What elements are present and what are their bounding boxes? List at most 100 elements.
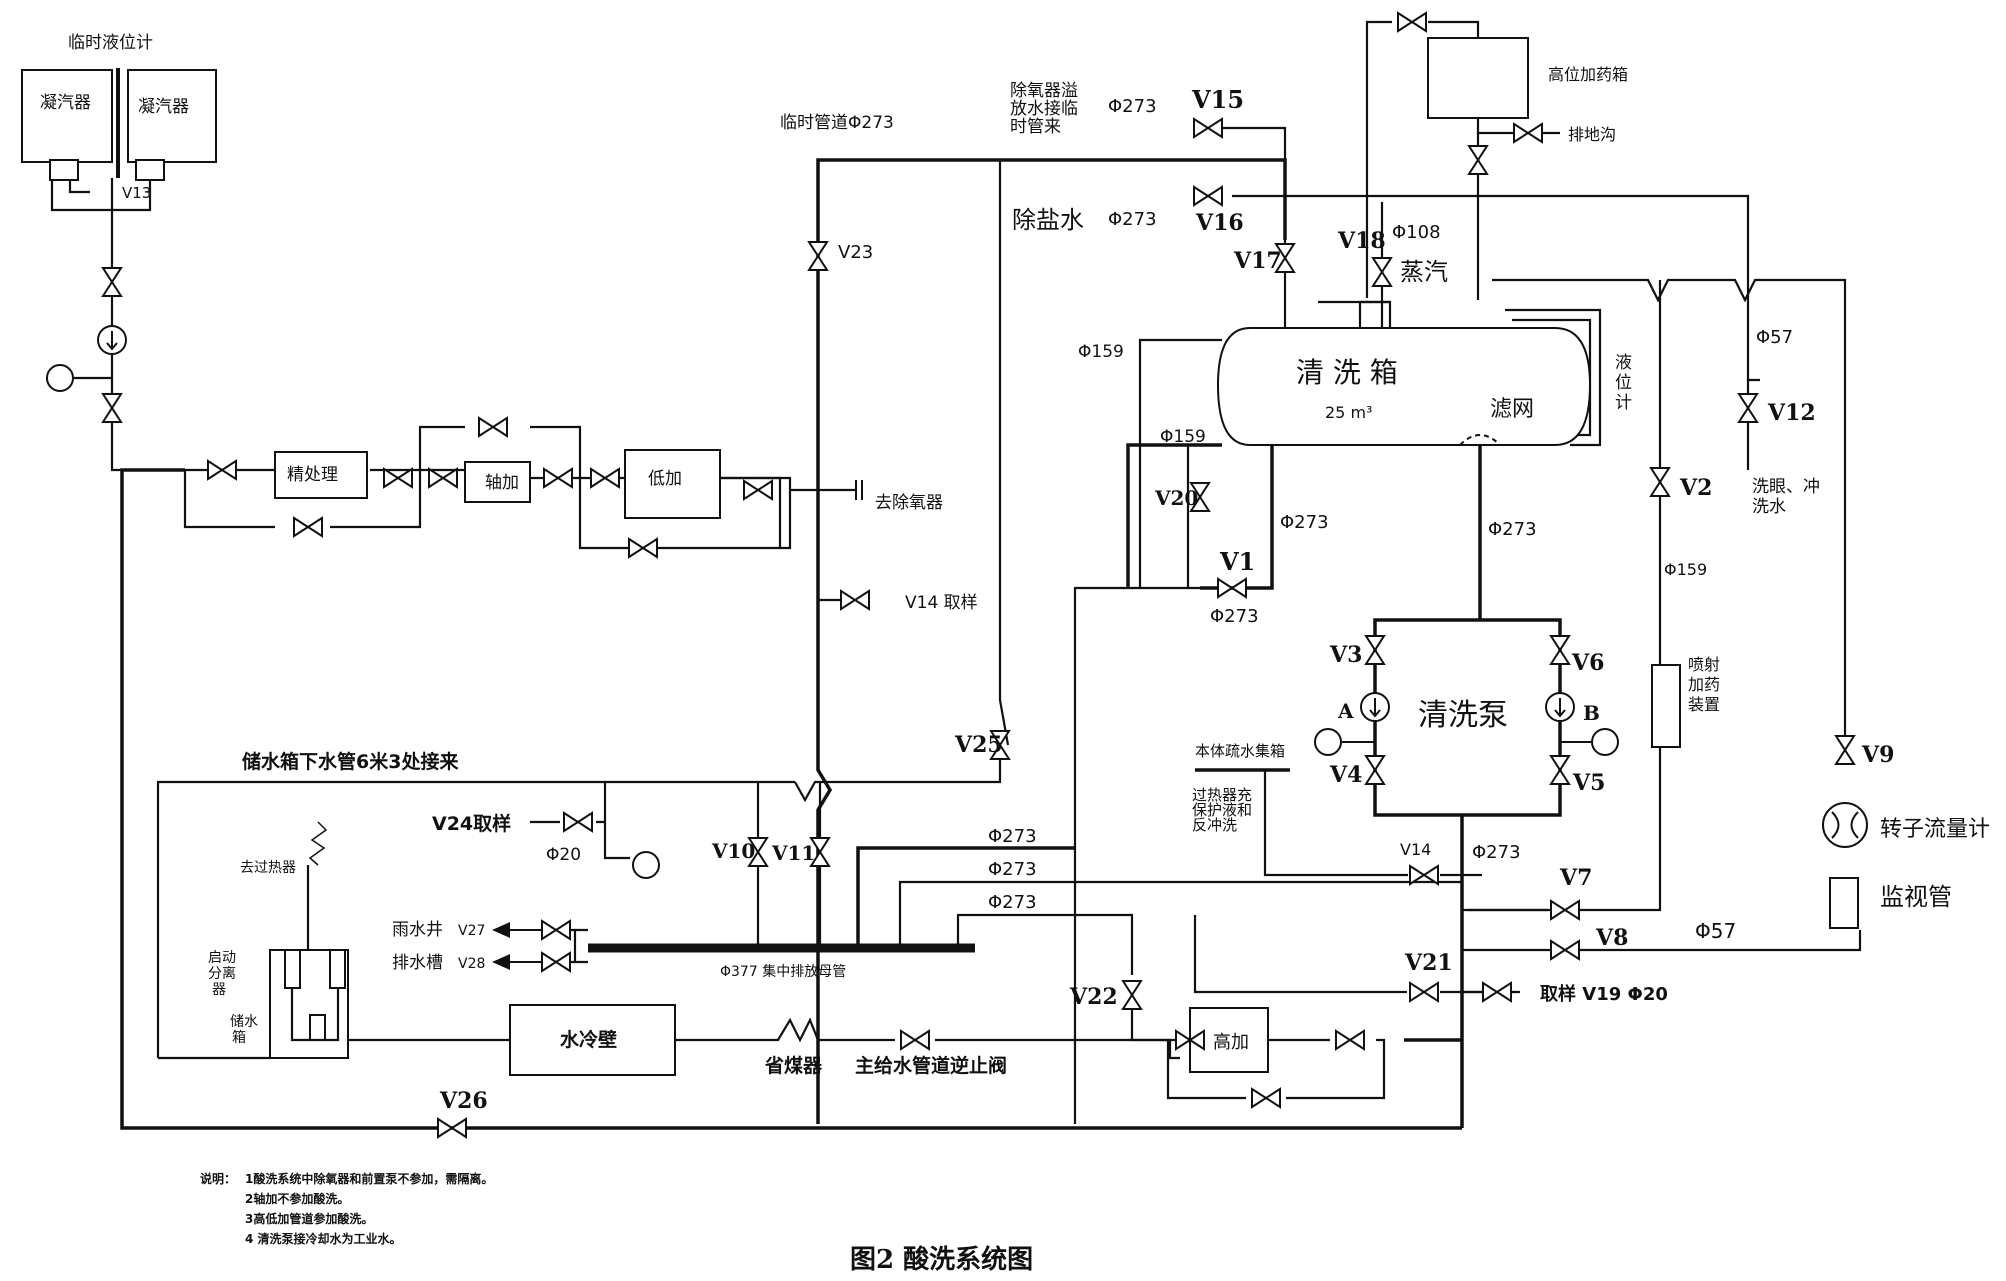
- label-deaerator-overflow-3: 时管来: [1010, 117, 1061, 137]
- high-dosing-tank-box: [1427, 37, 1529, 119]
- label-storage-1: 储水: [230, 1014, 258, 1030]
- label-steam: 蒸汽: [1400, 258, 1448, 286]
- label-v5: V5: [1572, 770, 1605, 796]
- figure-caption: 图2 酸洗系统图: [850, 1244, 1033, 1275]
- label-v26: V26: [439, 1088, 488, 1114]
- label-v22: V22: [1069, 984, 1118, 1010]
- label-phi273-r3: Φ273: [988, 892, 1037, 913]
- label-condenser-left: 凝汽器: [40, 93, 91, 113]
- label-v25: V25: [954, 732, 1003, 758]
- label-phi273-v1: Φ273: [1210, 606, 1259, 627]
- pipe-network: [50, 20, 1862, 1130]
- label-phi57-bottom: Φ57: [1695, 919, 1736, 943]
- label-startup-2: 分离: [208, 965, 236, 982]
- label-pump-b: B: [1583, 701, 1600, 725]
- label-superheater-2: 保护液和: [1192, 801, 1252, 819]
- label-phi273-demin: Φ273: [1108, 209, 1157, 230]
- label-strainer: 滤网: [1490, 397, 1534, 422]
- label-deaerator-overflow: 除氧器溢: [1010, 81, 1078, 101]
- label-phi20-v24: Φ20: [546, 845, 581, 865]
- valves: [102, 12, 1855, 1138]
- label-v8: V8: [1595, 925, 1628, 951]
- label-phi159-a: Φ159: [1078, 342, 1124, 362]
- label-storage-2: 箱: [232, 1030, 246, 1046]
- label-eye-wash-1: 洗眼、冲: [1752, 477, 1820, 497]
- spray-device-box: [1651, 664, 1681, 748]
- condenser-left-box: [21, 69, 113, 163]
- label-phi159-b: Φ159: [1160, 427, 1206, 447]
- label-tank-volume: 25 m³: [1325, 403, 1372, 422]
- note-2: 2轴加不参加酸洗。: [245, 1191, 349, 1206]
- condenser-right-box: [127, 69, 217, 163]
- label-v18: V18: [1337, 228, 1386, 254]
- rotor-flowmeter-symbol: [1822, 802, 1868, 848]
- note-title: 说明：: [200, 1171, 236, 1186]
- label-spray-1: 喷射: [1688, 655, 1720, 674]
- label-rotor-flowmeter: 转子流量计: [1880, 817, 1990, 842]
- label-v13: V13: [122, 184, 151, 202]
- monitor-pipe-box: [1829, 877, 1859, 929]
- label-header: Φ377 集中排放母管: [720, 963, 846, 980]
- label-v17: V17: [1233, 248, 1282, 274]
- label-phi273-r4: Φ273: [1472, 842, 1521, 863]
- label-v1: V1: [1219, 547, 1255, 576]
- label-monitor-pipe: 监视管: [1880, 883, 1952, 911]
- label-high-dosing-tank: 高位加药箱: [1548, 65, 1628, 84]
- label-economizer: 省煤器: [764, 1055, 823, 1077]
- label-v4: V4: [1329, 762, 1362, 788]
- label-polisher: 精处理: [287, 465, 338, 485]
- label-lp-heater: 低加: [648, 469, 682, 489]
- label-phi57-top: Φ57: [1756, 327, 1793, 348]
- note-1: 1酸洗系统中除氧器和前置泵不参加，需隔离。: [245, 1171, 493, 1186]
- label-to-deaerator: 去除氧器: [875, 493, 943, 513]
- diagram-labels: 临时液位计 凝汽器 凝汽器 V13 临时管道Φ273 除氧器溢 放水接临 时管来…: [40, 33, 1990, 1275]
- label-shaft-heater: 轴加: [485, 473, 519, 493]
- label-phi273-pump-in: Φ273: [1488, 519, 1537, 540]
- label-drain-trench: 排水槽: [392, 953, 443, 973]
- label-v15: V15: [1191, 85, 1244, 114]
- label-phi108: Φ108: [1392, 222, 1441, 243]
- label-v16: V16: [1195, 210, 1244, 236]
- label-level-gauge-2: 位: [1615, 373, 1632, 393]
- label-rain-well: 雨水井: [392, 920, 443, 940]
- label-to-superheater: 去过热器: [240, 860, 296, 876]
- label-check-valve: 主给水管道逆止阀: [855, 1054, 1007, 1077]
- label-v23: V23: [838, 242, 873, 263]
- label-v28: V28: [458, 956, 485, 972]
- label-storage-tank-pipe: 储水箱下水管6米3处接来: [242, 750, 458, 773]
- label-deaerator-overflow-2: 放水接临: [1010, 99, 1078, 119]
- label-to-drain: 排地沟: [1568, 125, 1616, 144]
- label-cleaning-tank: 清 洗 箱: [1296, 356, 1398, 389]
- note-3: 3高低加管道参加酸洗。: [245, 1211, 373, 1226]
- label-v3: V3: [1329, 642, 1362, 668]
- label-v9: V9: [1861, 742, 1894, 768]
- label-spray-3: 装置: [1688, 695, 1720, 714]
- label-cleaning-pump: 清洗泵: [1418, 698, 1508, 733]
- label-superheater-3: 反冲洗: [1192, 816, 1237, 834]
- label-level-gauge-3: 计: [1615, 393, 1632, 413]
- label-condenser-right: 凝汽器: [138, 97, 189, 117]
- label-phi273-top: Φ273: [1108, 96, 1157, 117]
- cleaning-tank-shape: [1216, 327, 1592, 446]
- label-v7: V7: [1559, 865, 1592, 891]
- label-temp-pipe: 临时管道Φ273: [780, 113, 894, 133]
- polisher-box: [274, 451, 368, 499]
- label-v14: V14: [1400, 840, 1431, 859]
- note-4: 4 清洗泵接冷却水为工业水。: [245, 1231, 402, 1246]
- label-phi273-v20: Φ273: [1280, 512, 1329, 533]
- label-body-drain: 本体疏水集箱: [1195, 742, 1285, 760]
- label-v24-sample: V24取样: [432, 812, 511, 835]
- label-v27: V27: [458, 923, 485, 939]
- label-temp-level-gauge: 临时液位计: [68, 33, 153, 53]
- label-v10: V10: [711, 839, 755, 863]
- label-phi273-r1: Φ273: [988, 826, 1037, 847]
- label-startup-1: 启动: [208, 950, 236, 966]
- label-superheater-1: 过热器充: [1192, 786, 1252, 804]
- label-v2: V2: [1679, 475, 1712, 501]
- label-sample-v19: 取样 V19 Φ20: [1540, 983, 1668, 1005]
- label-spray-2: 加药: [1688, 675, 1720, 694]
- label-v14-sample: V14 取样: [905, 593, 978, 613]
- label-phi159-v2: Φ159: [1664, 560, 1707, 579]
